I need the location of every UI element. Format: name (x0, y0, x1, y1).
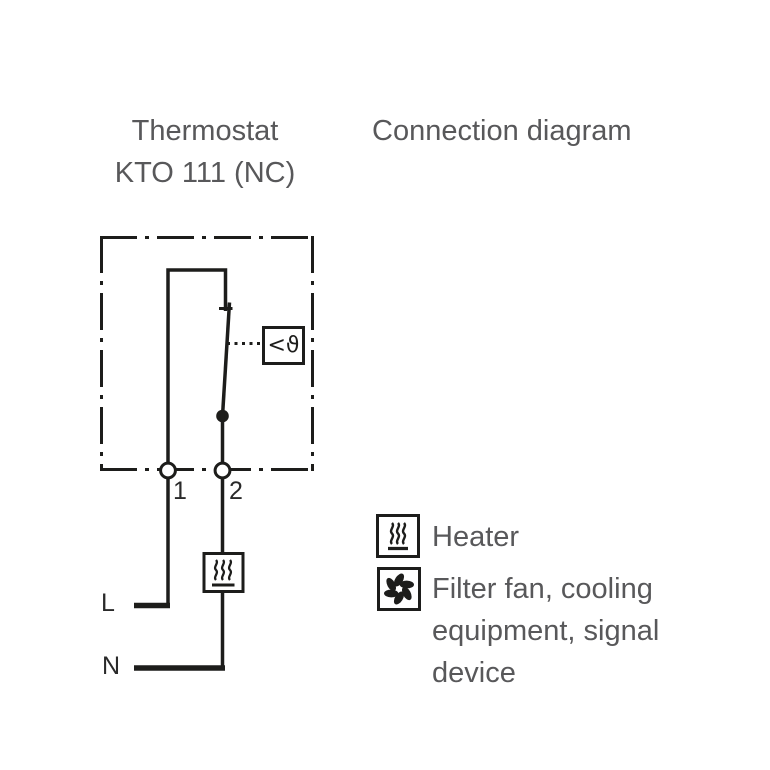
heat-waves-icon (388, 522, 408, 551)
terminal-1 (159, 461, 177, 480)
terminal-2-label: 2 (229, 477, 243, 505)
fan-impeller-icon (384, 573, 414, 605)
section-title: Connection diagram (372, 115, 632, 147)
heat-waves-glyph (213, 559, 233, 581)
line-conductor-label: L (101, 589, 115, 617)
wire-terminal1-branch (166, 268, 228, 607)
terminal-2 (213, 461, 232, 480)
diagram-title: Thermostat KTO 111 (NC) (80, 110, 330, 194)
heater-icon (376, 514, 420, 558)
fan-icon (377, 567, 421, 611)
neutral-conductor-label: N (102, 652, 121, 680)
legend-label-heater: Heater (432, 521, 520, 553)
diagram-title-line2: KTO 111 (NC) (114, 157, 296, 189)
terminal-1-label: 1 (173, 477, 187, 505)
enclosure-boundary-icon (100, 236, 314, 471)
temperature-sensor-label: <ϑ (267, 332, 300, 358)
switch-blade (220, 302, 232, 417)
temperature-sensor-box: <ϑ (262, 326, 305, 365)
legend-label-fan: Filter fan, cooling equipment, signal de… (432, 573, 660, 689)
diagram-title-line1: Thermostat (131, 115, 279, 147)
